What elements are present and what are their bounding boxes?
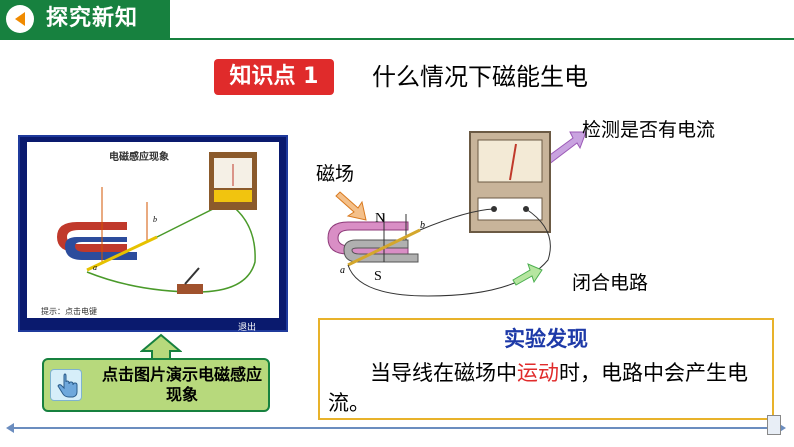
pole-s-label: S [374,269,382,284]
demo-callout[interactable]: 点击图片演示电磁感应现象 [42,358,270,412]
diagram-magnet-top [327,221,409,255]
detect-arrow-icon [542,131,587,166]
demo-label-b: b [153,215,157,224]
demo-callout-text: 点击图片演示电磁感应现象 [102,365,263,404]
section-title: 什么情况下磁能生电 [372,63,588,91]
switch-base [177,284,203,294]
diagram-label-a: a [340,265,345,276]
footer-left-arrow-icon [6,423,14,433]
result-title: 实验发现 [504,327,588,351]
header-divider [0,38,794,40]
demo-video-panel[interactable]: 电磁感应现象 a b 提示：点击电键 退出 [18,135,288,333]
page-title: 探究新知 [46,6,139,31]
demo-screen[interactable]: 电磁感应现象 a b 提示：点击电键 [27,142,279,318]
closed-circuit-label: 闭合电路 [572,272,649,294]
result-text: 当导线在磁场中运动时，电路中会产生电流。 [328,358,764,418]
induction-diagram[interactable]: a b [318,110,788,310]
result-text-before: 当导线在磁场中 [370,361,517,385]
pole-n-label: N [375,211,386,226]
field-arrow-icon [335,191,367,221]
back-arrow-icon[interactable] [6,5,34,33]
conductor-rod [86,235,158,272]
up-arrow-icon [140,333,182,361]
result-text-after: 时，电路中会产生电流。 [328,361,748,415]
demo-label-a: a [93,263,97,272]
detect-current-label: 检测是否有电流 [582,119,716,141]
diagram-circuit-wire [347,208,551,297]
diagram-conductor [347,228,421,267]
footer-line [12,427,778,429]
magnetic-field-label: 磁场 [316,163,355,185]
knowledge-point-badge: 知识点 1 [214,59,334,95]
galvanometer-base [214,190,252,202]
footer-right-arrow-icon [778,423,786,433]
circuit-arrow-icon [512,263,543,286]
pointing-hand-icon [50,369,82,401]
demo-caption: 电磁感应现象 [109,152,169,163]
header-bar: 探究新知 [0,0,170,38]
demo-hint: 提示：点击电键 [41,307,97,316]
page-nav-icon[interactable] [767,415,781,435]
diagram-label-b: b [420,220,425,231]
result-highlight: 运动 [517,361,559,385]
demo-illustration: a b [57,152,257,294]
demo-exit-button[interactable]: 退出 [238,323,257,333]
experiment-result-box: 实验发现 当导线在磁场中运动时，电路中会产生电流。 [318,318,774,420]
switch-lever [184,267,200,285]
